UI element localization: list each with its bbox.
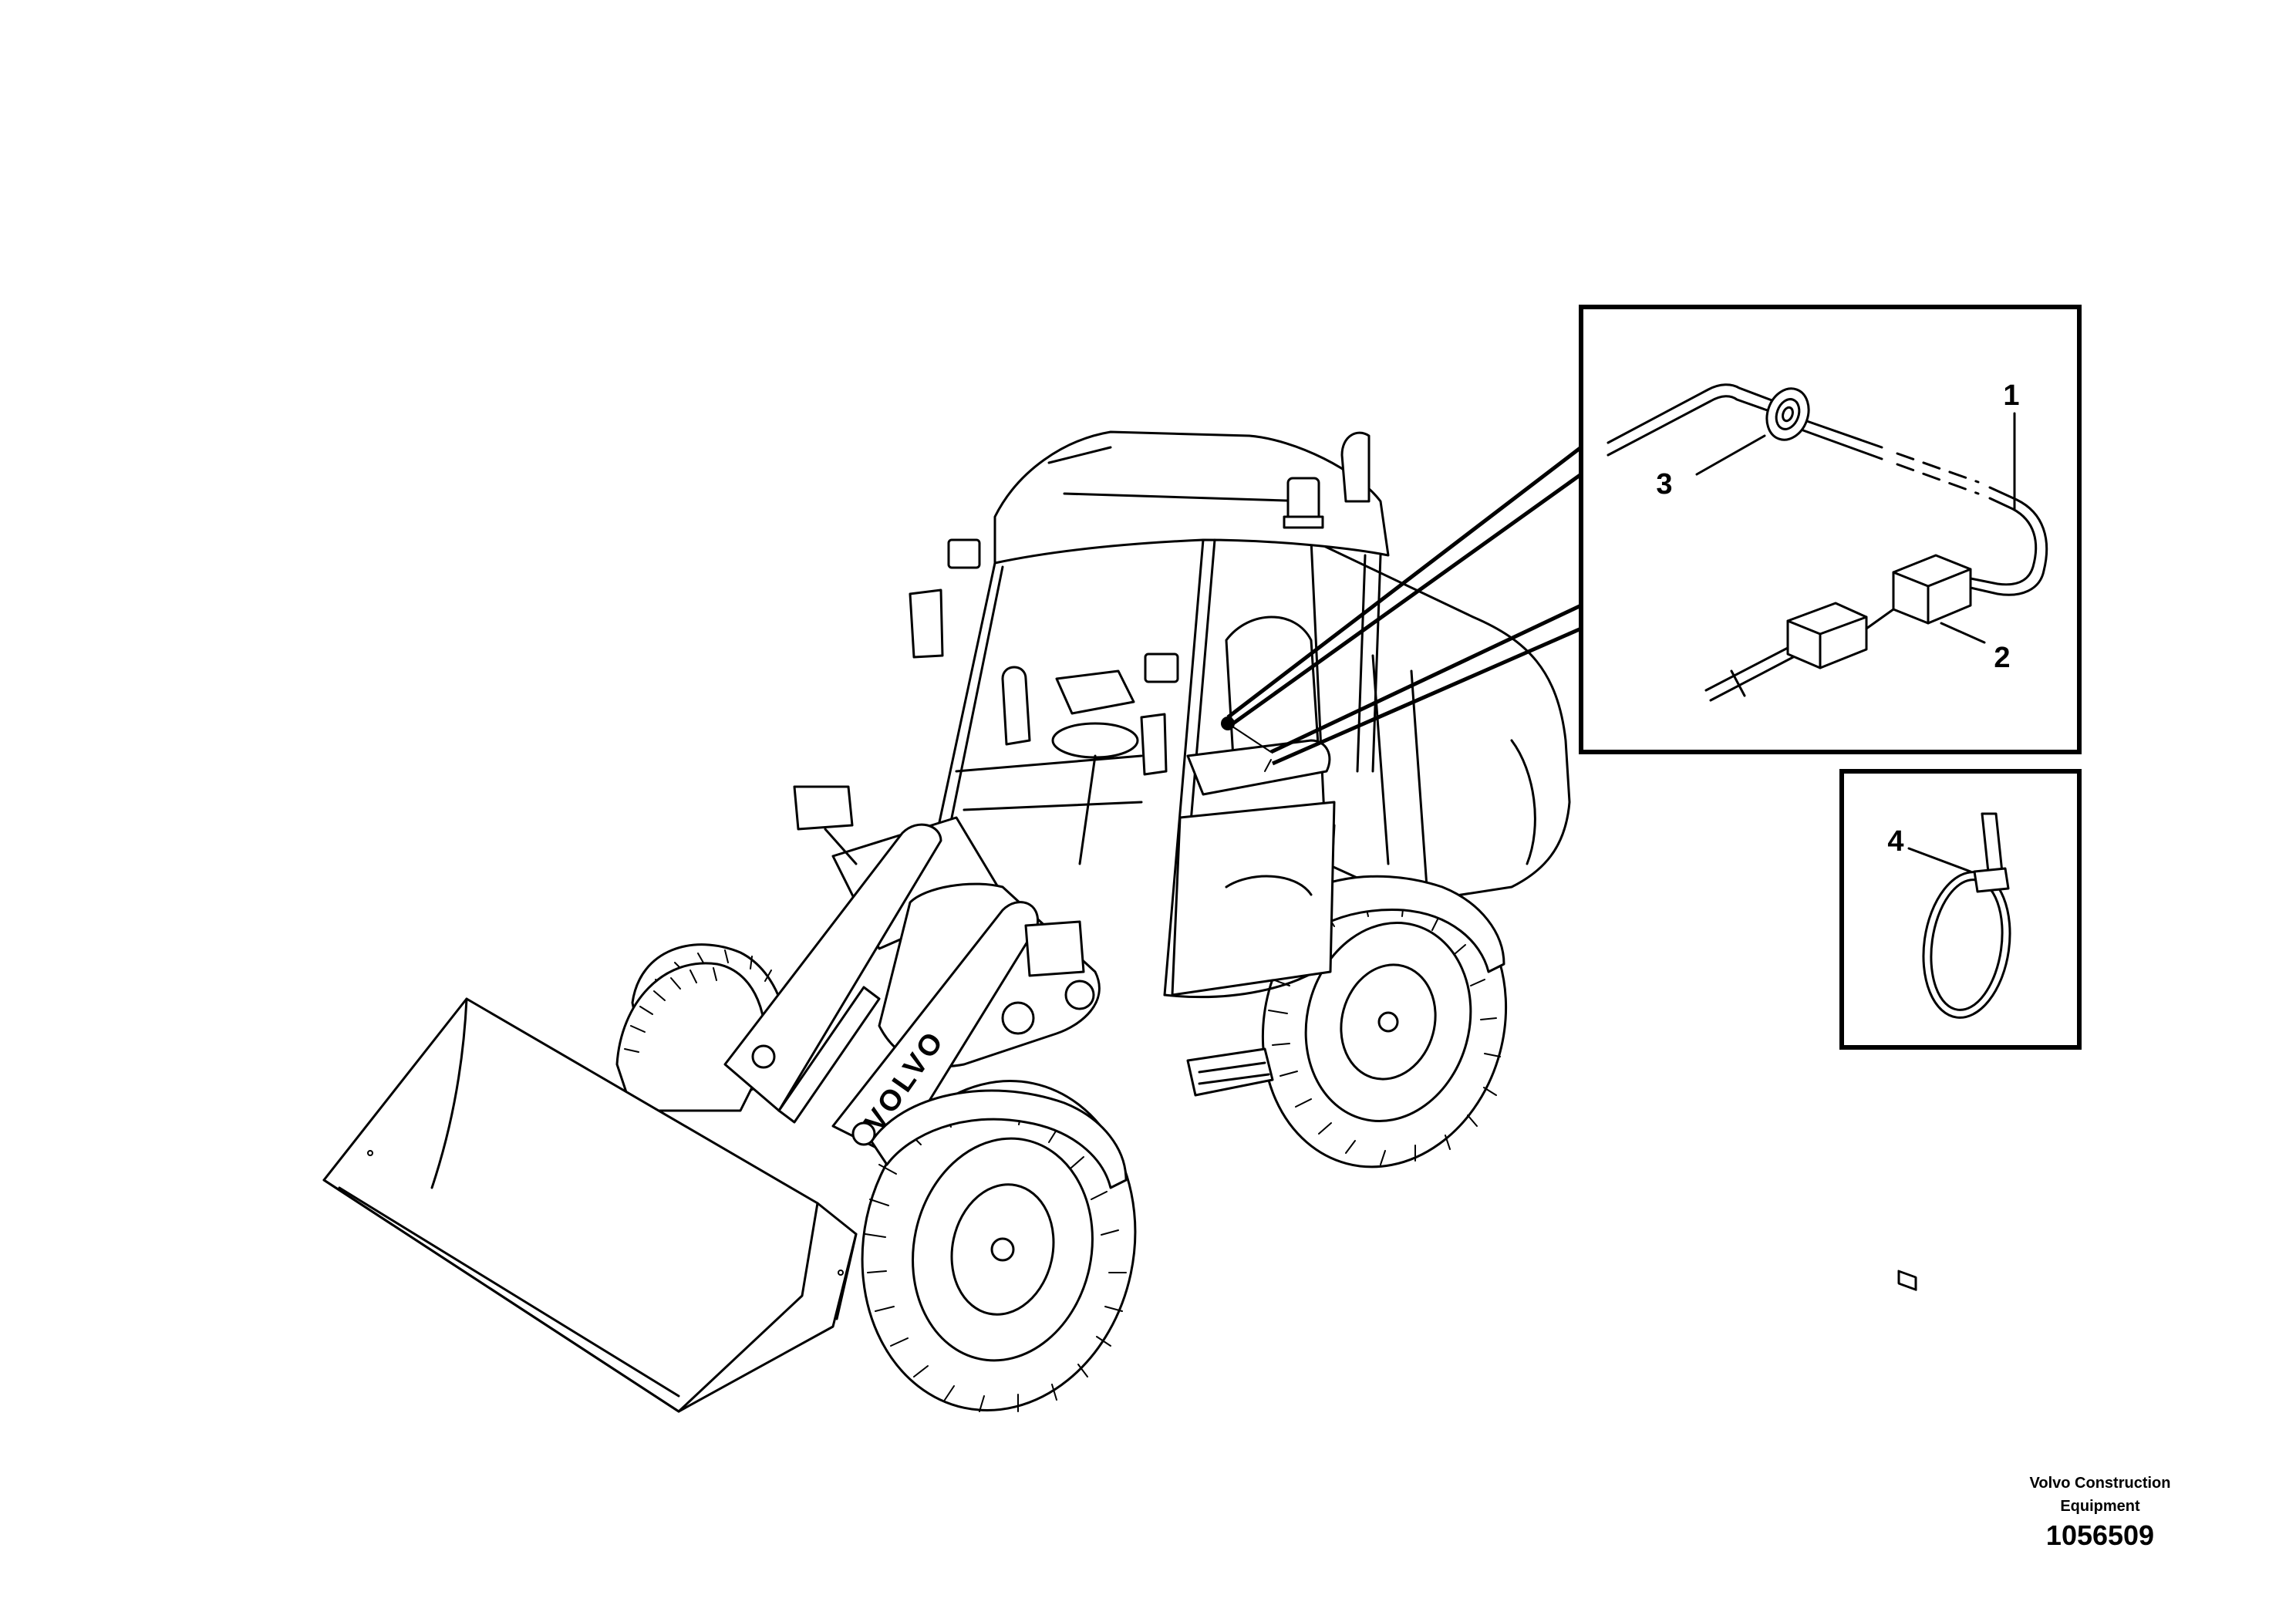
cable-tie-detail-box: 4 [1839,769,2082,1050]
callout-2: 2 [1994,642,2010,674]
detail-frame [1579,305,2082,754]
mating-connector [1704,602,1895,702]
company-name-line1: Volvo Construction [2029,1475,2171,1492]
wheel-loader-illustration: VOLVO [322,430,1571,1413]
grommet [1765,387,1810,441]
cable-harness [1607,383,1775,444]
drawing-number: 1056509 [2045,1519,2155,1551]
operator-cab [909,430,1390,999]
front-right-wheel [861,1080,1137,1412]
bucket [322,997,858,1413]
cable-tie [1922,812,2011,1019]
connector [1892,554,1972,1291]
loader-arms [723,785,1101,1158]
harness-detail-box: 3 1 2 [1579,305,2082,1291]
callout-1: 1 [2003,379,2019,412]
callout-3: 3 [1656,468,1672,501]
cable-tie-frame [1839,769,2082,1050]
step [1186,1047,1274,1097]
callout-4: 4 [1887,825,1903,858]
company-name-line2: Equipment [2060,1498,2140,1515]
detail-leader-lines [1221,446,1583,772]
